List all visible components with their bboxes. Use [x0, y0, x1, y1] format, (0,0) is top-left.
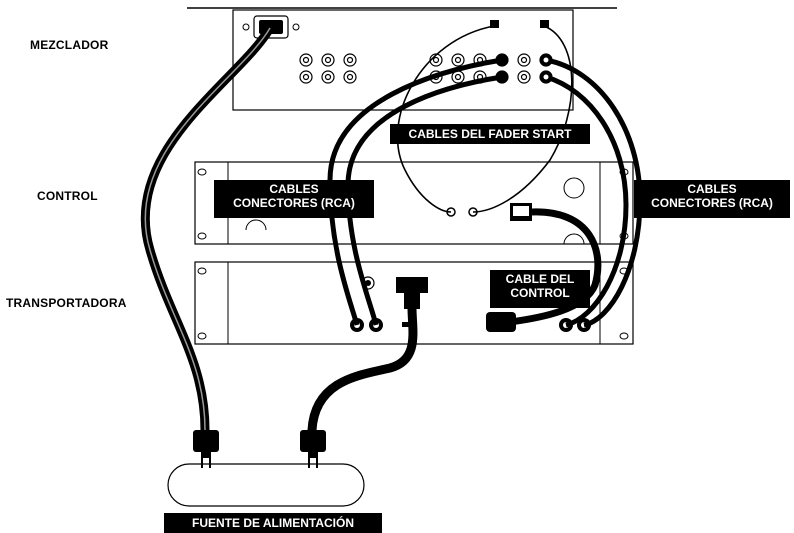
rca-cable-left-2 — [345, 74, 503, 326]
control-cable-callout-line1: CABLE DEL — [505, 272, 575, 286]
rca-cable-right-2 — [545, 74, 629, 328]
mixer-fader-plug-left — [490, 20, 499, 28]
rca-right-callout-line1: CABLES — [687, 182, 737, 196]
fader-start-callout: CABLES DEL FADER START — [390, 124, 590, 144]
mixer-left-jacks — [299, 53, 357, 84]
mixer-unit — [232, 9, 574, 111]
mixer-label: MEZCLADOR — [30, 38, 109, 52]
transport-label: TRANSPORTADORA — [6, 296, 127, 310]
transport-power-cable — [307, 303, 418, 435]
rca-cable-left-1 — [327, 57, 503, 326]
control-cable — [509, 208, 602, 326]
power-strip — [167, 430, 365, 507]
control-unit — [194, 161, 634, 245]
fader-start-cable-right — [472, 25, 573, 213]
control-label: CONTROL — [37, 189, 98, 203]
power-supply-callout: FUENTE DE ALIMENTACIÓN — [164, 513, 382, 533]
rca-left-callout-line1: CABLES — [269, 182, 319, 196]
rca-left-callout-line2: CONECTORES (RCA) — [233, 196, 355, 210]
rca-left-callout: CABLES CONECTORES (RCA) — [214, 180, 374, 218]
control-cable-callout-line2: CONTROL — [510, 286, 570, 300]
rca-right-callout-line2: CONECTORES (RCA) — [651, 196, 773, 210]
fader-start-cable-left — [396, 25, 495, 213]
mixer-fader-plug-right — [540, 20, 549, 28]
rca-right-callout: CABLES CONECTORES (RCA) — [634, 180, 790, 218]
control-cable-callout: CABLE DEL CONTROL — [490, 270, 590, 308]
